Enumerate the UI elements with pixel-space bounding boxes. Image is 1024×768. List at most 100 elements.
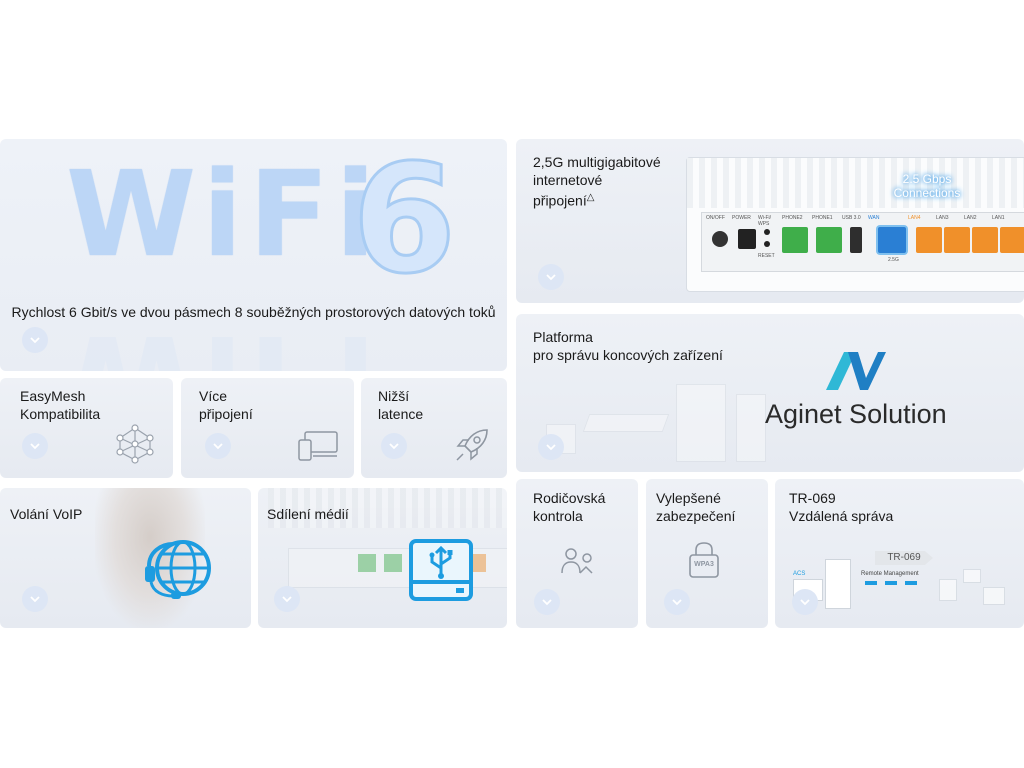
phone1-port xyxy=(816,227,842,253)
easymesh-tile: EasyMesh Kompatibilita xyxy=(0,378,173,478)
tr069-tile: TR-069 Vzdálená správa TR-069 Remote Man… xyxy=(775,479,1024,628)
chevron-down-icon xyxy=(672,599,682,606)
port-label: LAN1 xyxy=(992,215,1005,221)
wan-sublabel: 2.5G xyxy=(888,257,899,263)
port-label: Wi-Fi/ WPS xyxy=(758,215,772,227)
aginet-logo-text: Aginet Solution xyxy=(765,399,947,429)
lan3-port xyxy=(944,227,970,253)
speed-badge-line2: Connections xyxy=(893,186,961,200)
multigig-tile: 2,5G multigigabitové internetové připoje… xyxy=(516,139,1024,303)
port-panel: ON/OFF POWER Wi-Fi/ WPS PHONE2 PHONE1 US… xyxy=(701,212,1024,272)
parental-control-tile: Rodičovská kontrola xyxy=(516,479,638,628)
wifi6-tile: WiFi 6 WiFi Rychlost 6 Gbit/s ve dvou pá… xyxy=(0,139,507,371)
acs-label: ACS xyxy=(793,571,806,577)
remote-management-diagram: TR-069 Remote Management ACS xyxy=(789,549,1024,619)
power-jack xyxy=(738,229,756,249)
expand-chevron-button[interactable] xyxy=(22,327,48,353)
footnote-triangle-icon: △ xyxy=(586,192,595,203)
port-label: LAN2 xyxy=(964,215,977,221)
more-connections-tile: Více připojení xyxy=(181,378,354,478)
expand-chevron-button[interactable] xyxy=(205,433,231,459)
reset-label: RESET xyxy=(758,253,775,259)
port-label: LAN3 xyxy=(936,215,949,221)
wifi6-caption: Rychlost 6 Gbit/s ve dvou pásmech 8 soub… xyxy=(11,304,496,320)
multigig-line1: 2,5G multigigabitové xyxy=(533,154,661,170)
media-label: Sdílení médií xyxy=(267,506,349,522)
chevron-down-icon xyxy=(30,596,40,603)
parental-users-icon xyxy=(560,547,596,580)
expand-chevron-button[interactable] xyxy=(22,433,48,459)
expand-chevron-button[interactable] xyxy=(538,264,564,290)
server-tower xyxy=(825,559,851,609)
power-switch xyxy=(712,231,728,247)
phone2-port xyxy=(782,227,808,253)
remote-management-label: Remote Management xyxy=(861,571,919,577)
usb-drive-icon xyxy=(408,538,474,607)
router-back-faded-image xyxy=(268,488,507,628)
lan4-port xyxy=(916,227,942,253)
lan2-port xyxy=(972,227,998,253)
mesh-network-icon xyxy=(112,424,158,469)
wpa3-label: WPA3 xyxy=(694,561,714,568)
security-line1: Vylepšené xyxy=(656,490,721,506)
expand-chevron-button[interactable] xyxy=(381,433,407,459)
port-label: PHONE2 xyxy=(782,215,803,221)
speed-badge-line1: 2.5 Gbps xyxy=(902,172,952,186)
expand-chevron-button[interactable] xyxy=(274,586,300,612)
chevron-down-icon xyxy=(800,599,810,606)
easymesh-line2: Kompatibilita xyxy=(20,406,101,422)
wifi-word-graphic: WiFi xyxy=(66,145,382,283)
parental-line2: kontrola xyxy=(533,508,583,524)
port-label: LAN4 xyxy=(908,215,921,221)
voip-label: Volání VoIP xyxy=(10,506,83,522)
background-equipment-image xyxy=(546,384,766,464)
client-devices xyxy=(939,569,1009,609)
chevron-down-icon xyxy=(30,337,40,344)
expand-chevron-button[interactable] xyxy=(22,586,48,612)
port-label: POWER xyxy=(732,215,751,221)
low-latency-line1: Nižší xyxy=(378,388,410,404)
speed-badge: 2.5 Gbps Connections xyxy=(877,172,977,200)
chevron-down-icon xyxy=(546,444,556,451)
port-label: USB 3.0 xyxy=(842,215,861,221)
chevron-down-icon xyxy=(546,274,556,281)
expand-chevron-button[interactable] xyxy=(792,589,818,615)
multigig-line2: internetové xyxy=(533,172,603,188)
usb-port xyxy=(850,227,862,253)
chevron-down-icon xyxy=(282,596,292,603)
port-label: PHONE1 xyxy=(812,215,833,221)
aginet-logo-icon xyxy=(822,348,888,397)
more-connections-line1: Více xyxy=(199,388,228,404)
headset-globe-icon xyxy=(145,538,215,607)
expand-chevron-button[interactable] xyxy=(534,589,560,615)
aginet-line1: Platforma xyxy=(533,329,593,345)
chevron-down-icon xyxy=(213,443,223,450)
wan-port xyxy=(878,227,906,253)
router-vents xyxy=(687,158,1024,208)
security-line2: zabezpečení xyxy=(656,508,736,524)
aginet-line2: pro správu koncových zařízení xyxy=(533,347,723,363)
aginet-tile: Platforma pro správu koncových zařízení … xyxy=(516,314,1024,472)
chevron-down-icon xyxy=(389,443,399,450)
parental-line1: Rodičovská xyxy=(533,490,606,506)
low-latency-line2: latence xyxy=(378,406,424,422)
port-label: ON/OFF xyxy=(706,215,725,221)
security-tile: Vylepšené zabezpečení WPA3 xyxy=(646,479,768,628)
tr069-line2: Vzdálená správa xyxy=(789,508,894,524)
router-back-image: ON/OFF POWER Wi-Fi/ WPS PHONE2 PHONE1 US… xyxy=(686,157,1024,292)
expand-chevron-button[interactable] xyxy=(664,589,690,615)
wpa3-lock-icon: WPA3 xyxy=(688,541,720,579)
port-label: WAN xyxy=(868,215,880,221)
expand-chevron-button[interactable] xyxy=(538,434,564,460)
chevron-down-icon xyxy=(30,443,40,450)
low-latency-tile: Nižší latence xyxy=(361,378,507,478)
chevron-down-icon xyxy=(542,599,552,606)
tr069-line1: TR-069 xyxy=(789,490,836,506)
wps-button xyxy=(764,229,770,235)
more-connections-line2: připojení xyxy=(199,406,253,422)
easymesh-line1: EasyMesh xyxy=(20,388,86,404)
tr069-tag: TR-069 xyxy=(875,551,933,565)
lan1-port xyxy=(1000,227,1024,253)
voip-tile: Volání VoIP xyxy=(0,488,251,628)
wifi-six-graphic: 6 xyxy=(350,139,457,309)
